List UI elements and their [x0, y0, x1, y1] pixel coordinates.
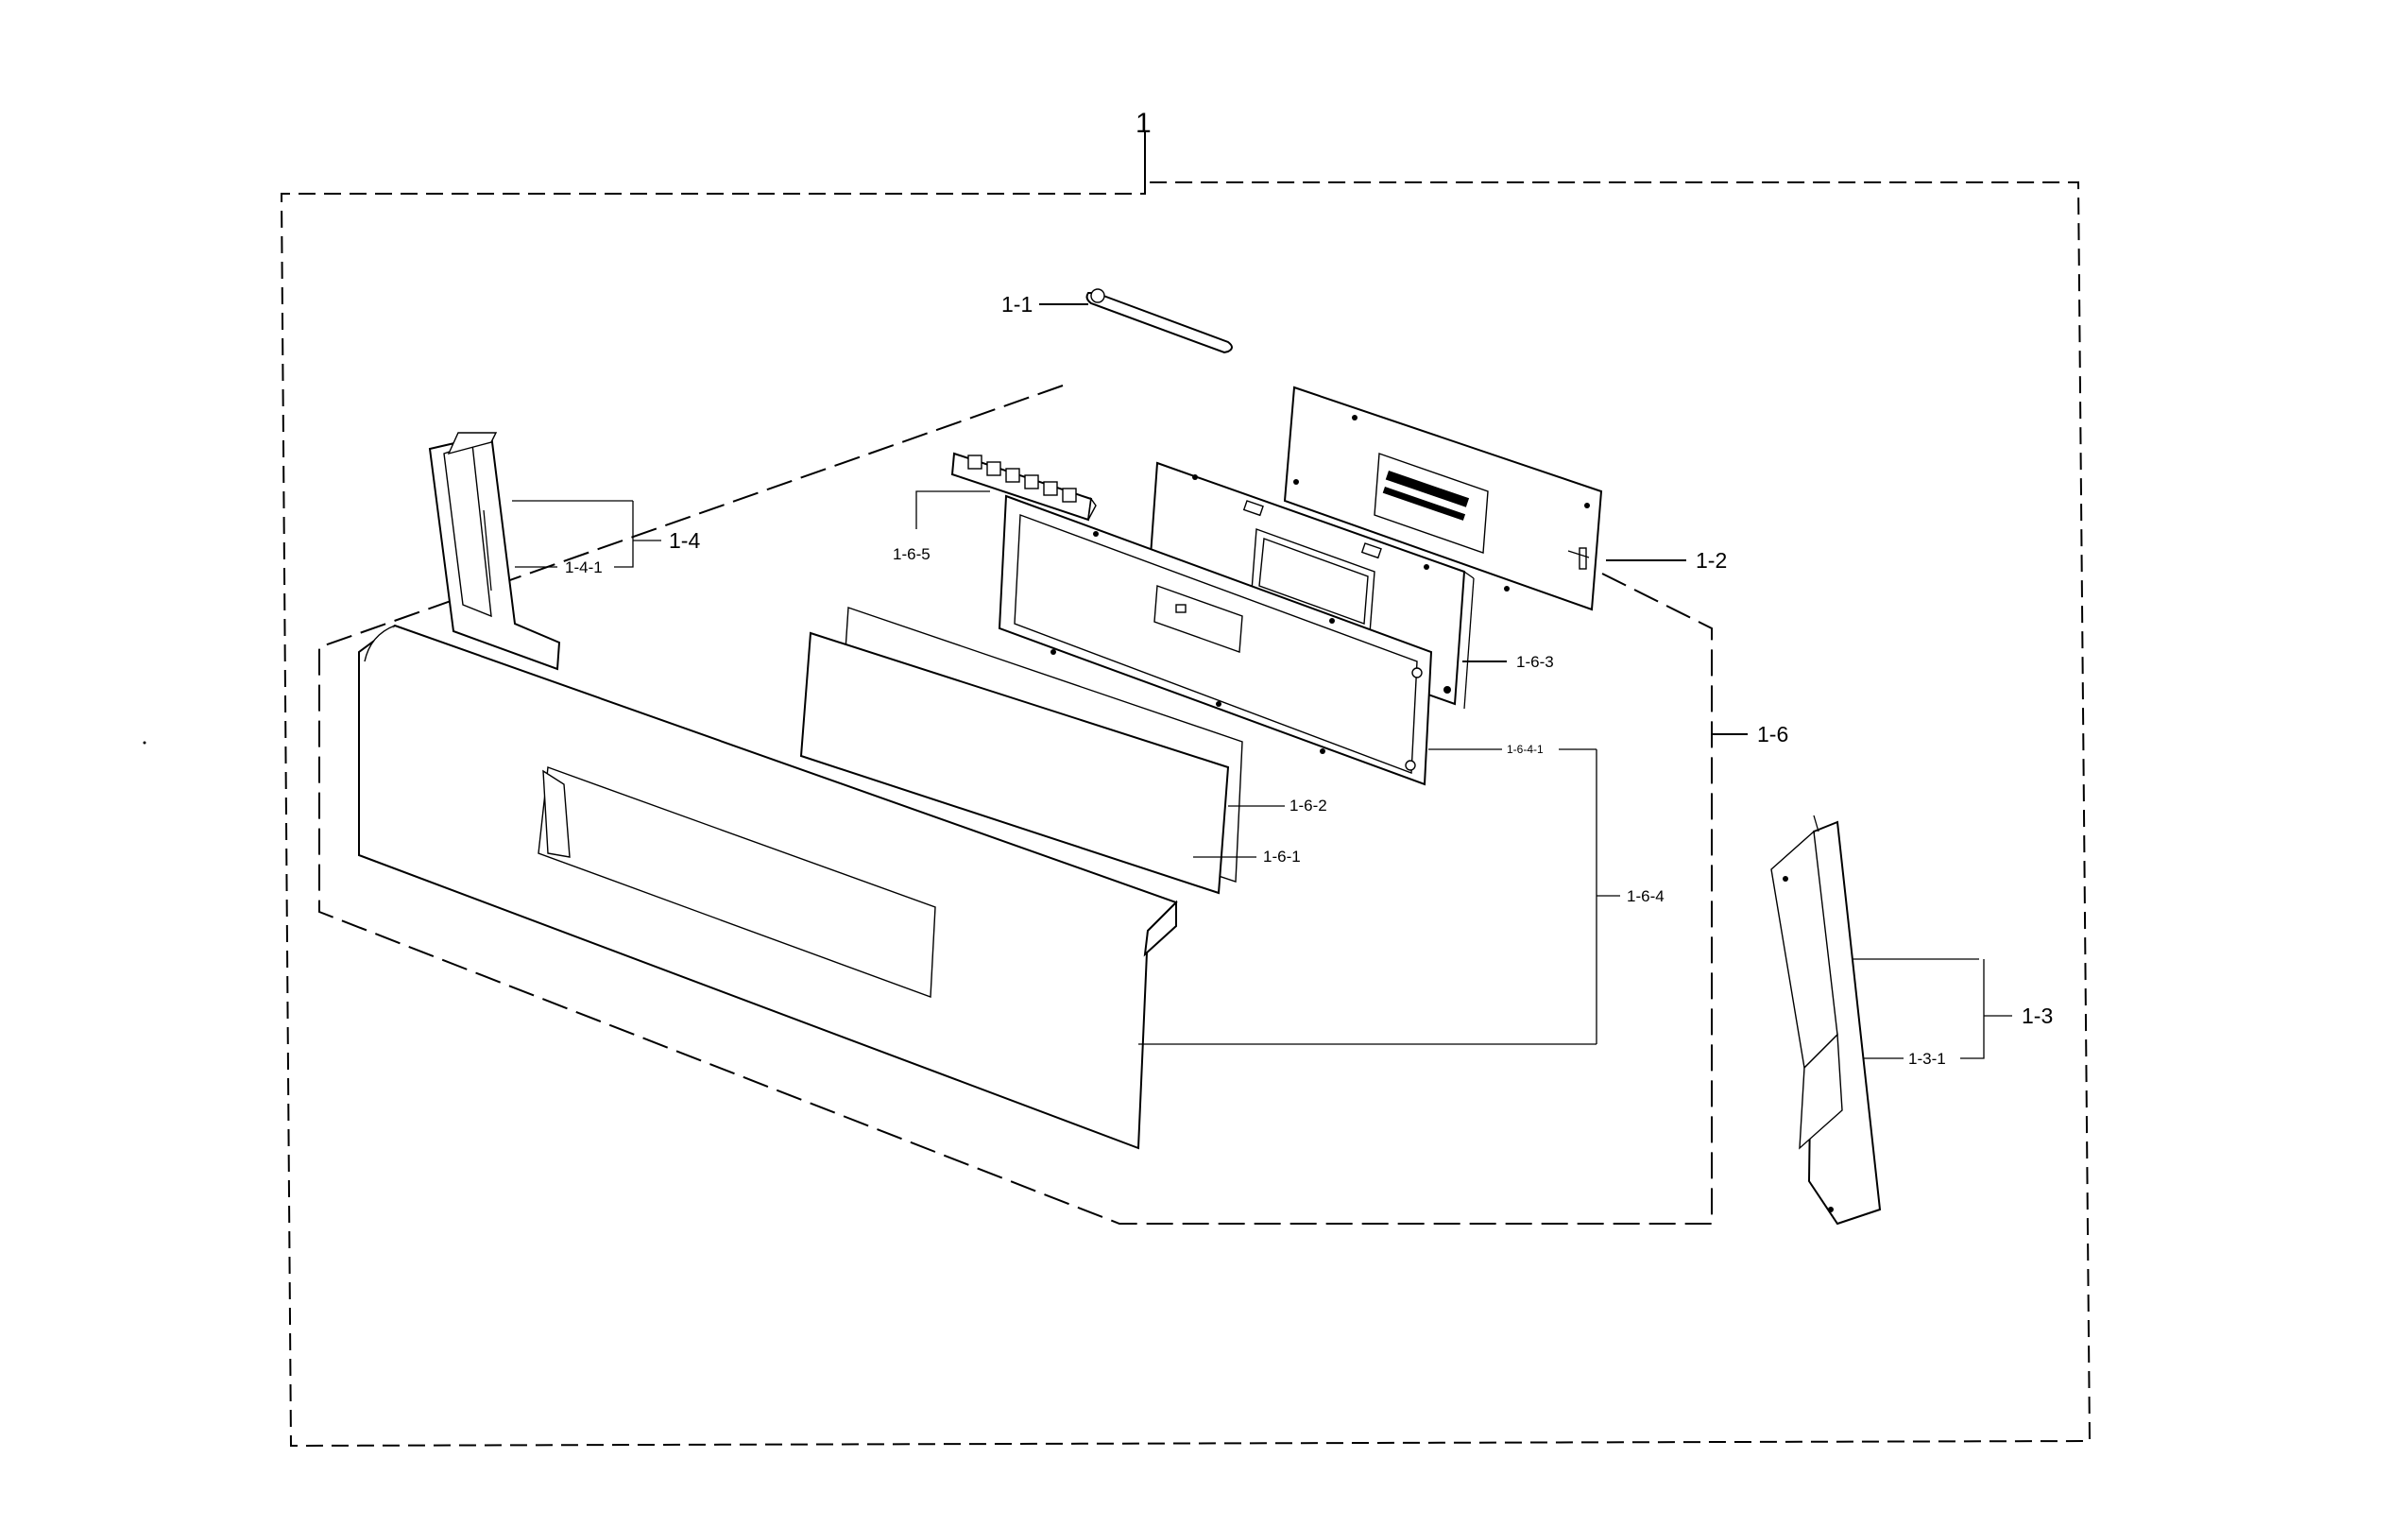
label-1-1: 1-1: [1001, 292, 1033, 317]
part-1-6-1-window-glass: 1-6-1: [1193, 848, 1301, 866]
label-1-6-1: 1-6-1: [1263, 848, 1301, 866]
label-1-4: 1-4: [669, 528, 700, 553]
part-1-3-right-bracket: 1-3-1 1-3: [1770, 815, 2053, 1226]
part-1-6-5-connector: 1-6-5: [893, 452, 1097, 563]
part-1-4-left-bracket: 1-4-1 1-4: [428, 432, 700, 671]
label-1-6-4: 1-6-4: [1627, 887, 1665, 905]
label-1-2: 1-2: [1696, 548, 1727, 573]
label-1-6: 1-6: [1757, 722, 1788, 746]
label-1: 1: [1136, 108, 1152, 139]
part-1-6-4-control-panel: 1-6-4: [358, 624, 1665, 1150]
part-1-6-4-1-frame: 1-6-4-1: [998, 494, 1597, 786]
part-1-1-rod: 1-1: [1001, 288, 1233, 354]
label-1-3: 1-3: [2022, 1004, 2053, 1028]
part-1-6-2-window-panel: 1-6-2: [799, 607, 1327, 895]
label-1-6-4-1: 1-6-4-1: [1507, 743, 1544, 756]
label-1-4-1: 1-4-1: [565, 558, 603, 576]
assembly-1-boundary: 1: [280, 108, 2092, 1448]
label-1-6-5: 1-6-5: [893, 545, 931, 563]
subassembly-1-6-boundary: 1-6: [318, 385, 1788, 1225]
part-1-2-rear-cover: 1-2: [1283, 386, 1727, 611]
label-1-6-3: 1-6-3: [1516, 653, 1554, 671]
label-1-6-2: 1-6-2: [1289, 797, 1327, 815]
stray-dot: [143, 741, 146, 745]
label-1-3-1: 1-3-1: [1908, 1050, 1946, 1068]
